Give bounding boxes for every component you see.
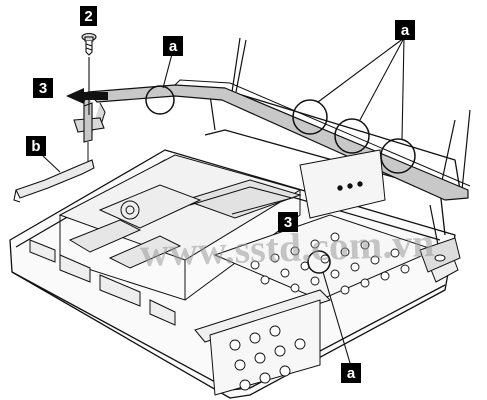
callout-step-3-right-label: 3 [284, 214, 292, 231]
flat-cable [13, 159, 95, 203]
callout-part-a-top-right: a [395, 20, 415, 40]
callout-part-a-top-right-label: a [401, 22, 410, 39]
screw-icon [81, 32, 97, 115]
removal-arrow-icon-left [66, 88, 108, 104]
system-board [58, 149, 386, 301]
highlight-circles [145, 85, 416, 274]
callout-step-3-left: 3 [33, 78, 53, 98]
callout-part-a-bottom-label: a [347, 365, 356, 382]
callout-step-3-right: 3 [278, 212, 298, 232]
callout-part-b: b [26, 136, 46, 156]
callout-step-3-left-label: 3 [39, 80, 47, 97]
perforated-plate [194, 214, 437, 396]
callout-step-2: 2 [80, 6, 97, 26]
leader-lines [42, 37, 405, 364]
callout-part-a-top: a [163, 36, 183, 56]
callout-part-a-bottom: a [341, 363, 361, 383]
callout-step-2-label: 2 [84, 8, 92, 25]
right-connector [419, 237, 461, 273]
left-hinge-bracket [73, 102, 105, 165]
callout-part-b-label: b [31, 138, 40, 155]
callout-part-a-top-label: a [169, 38, 178, 55]
